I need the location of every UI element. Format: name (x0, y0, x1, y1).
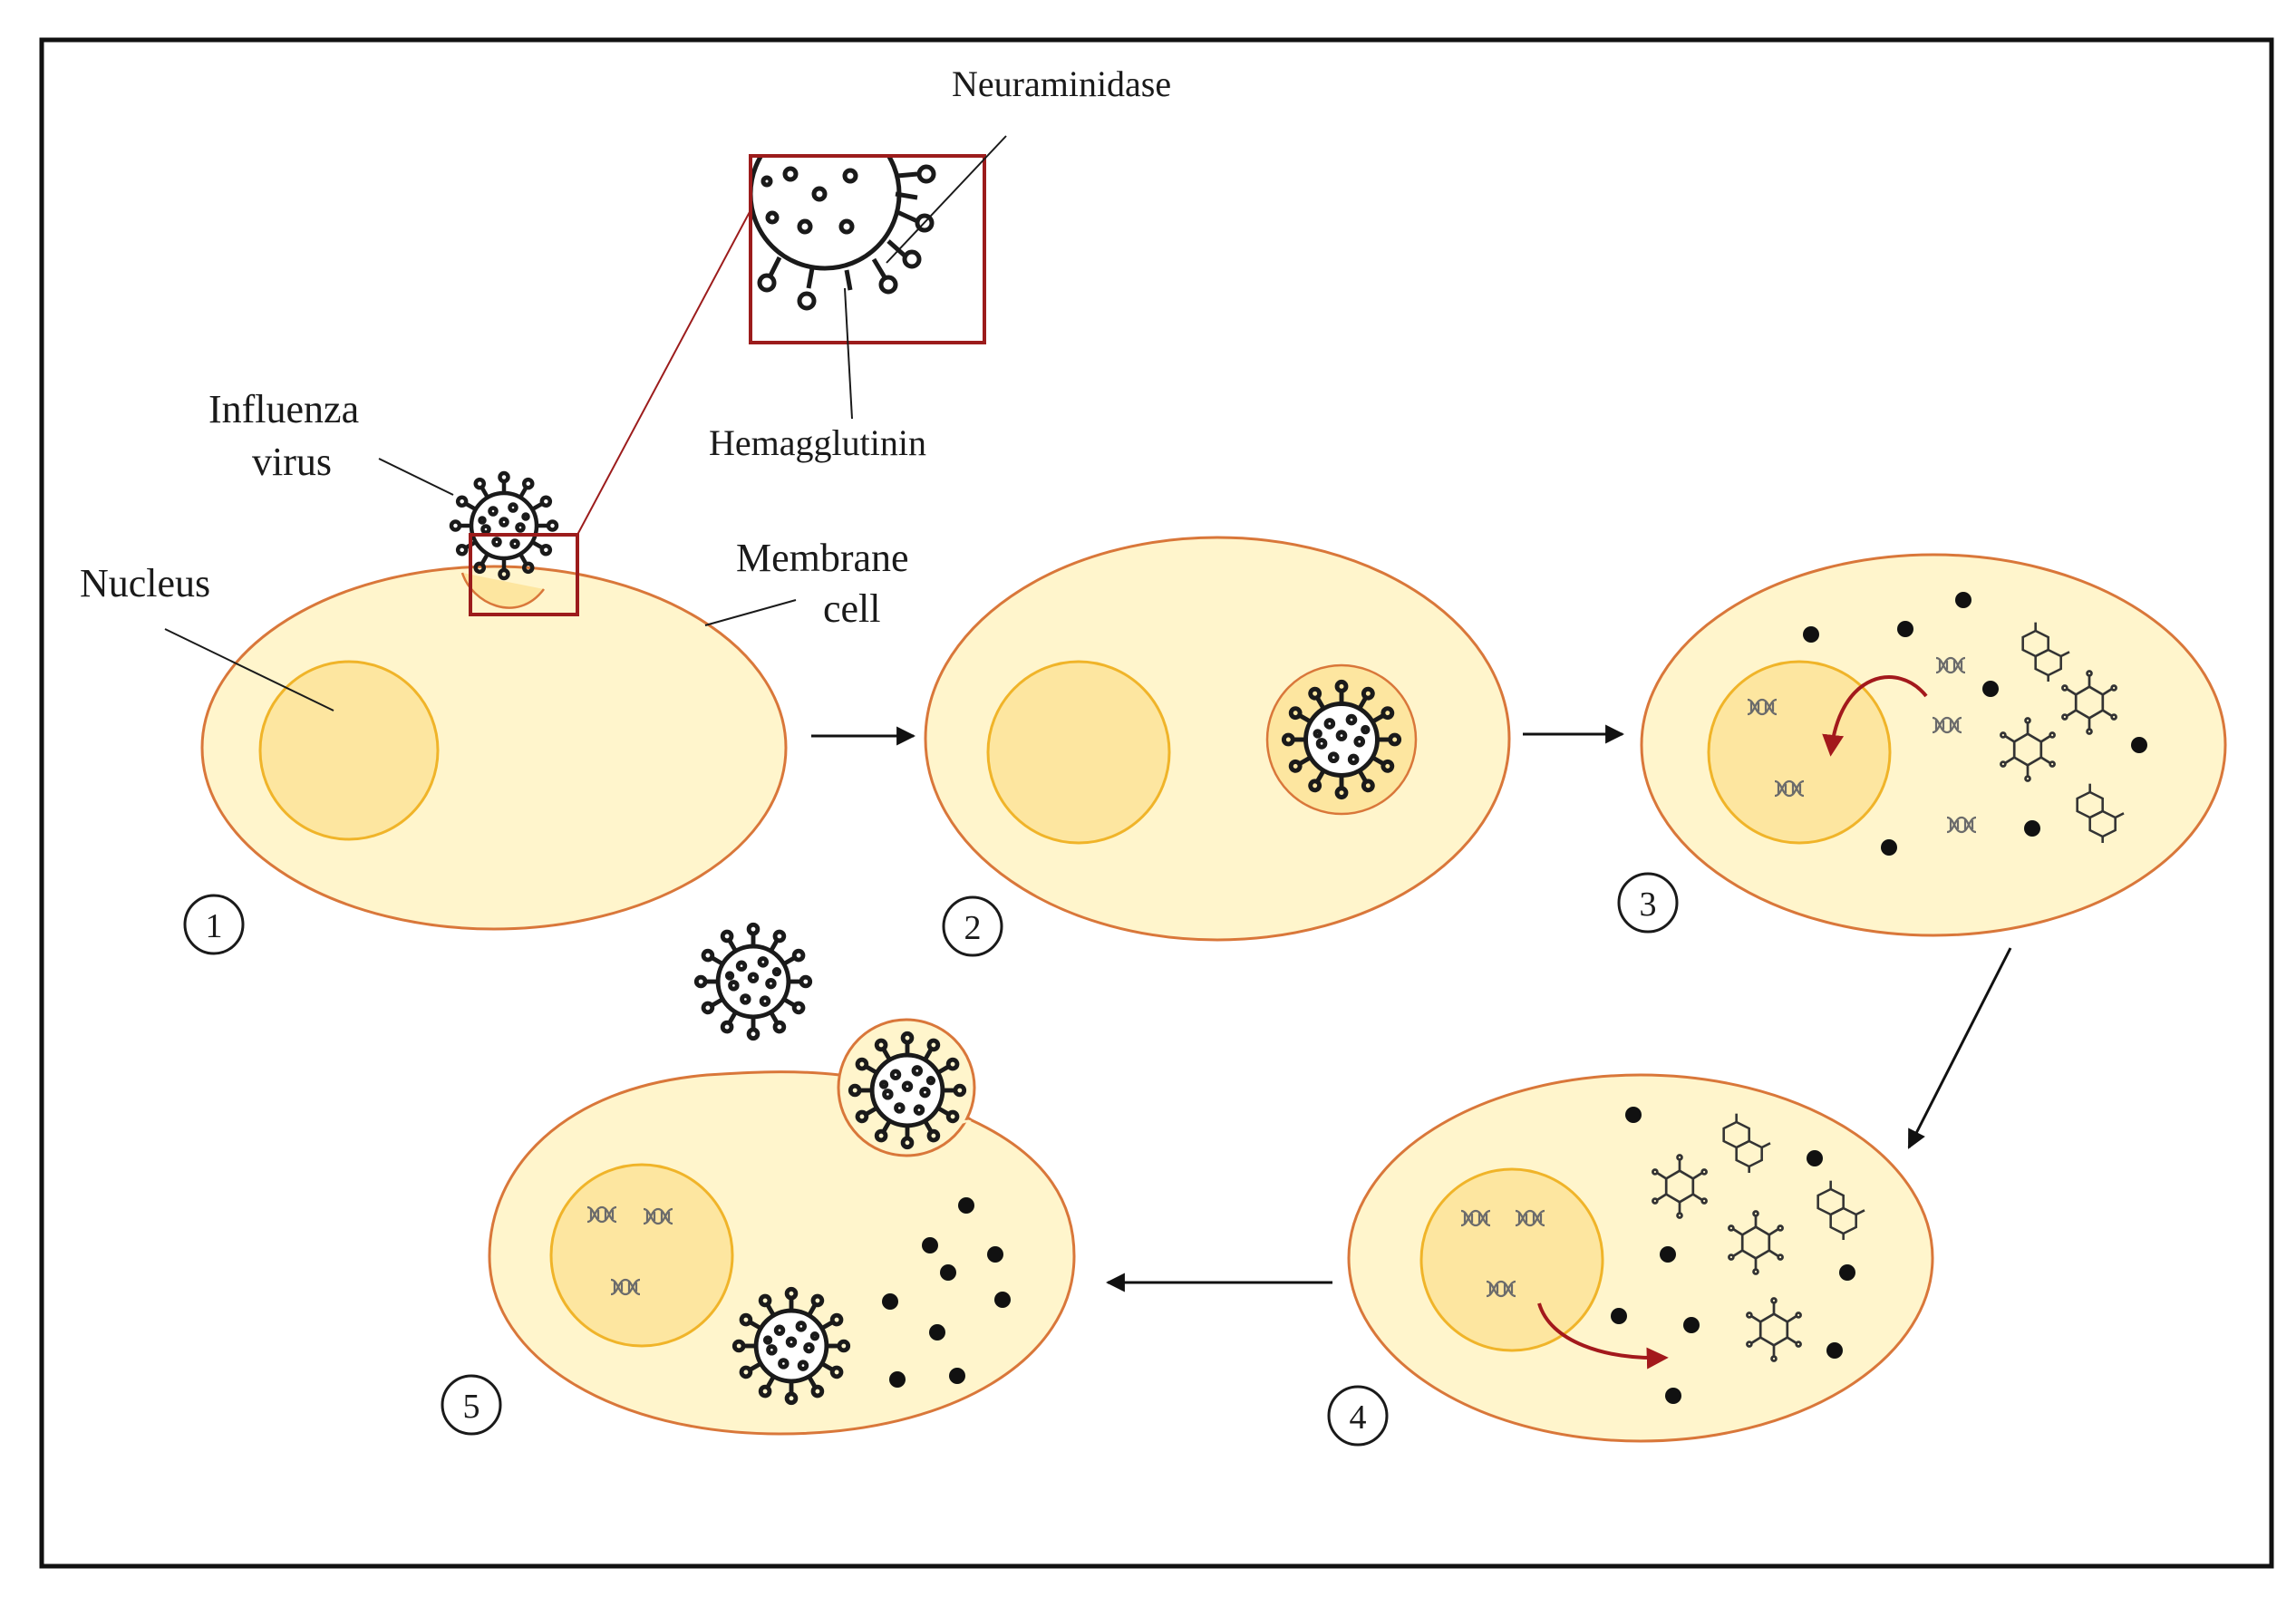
step-1-marker: 1 (183, 894, 245, 955)
label-hemagglutinin: Hemagglutinin (709, 422, 926, 463)
step-number: 4 (1350, 1399, 1367, 1437)
step-2-cell (924, 536, 1511, 942)
step-3-cell (1640, 553, 2227, 937)
step-number: 1 (206, 907, 223, 945)
hemagglutinin-leader (844, 287, 853, 420)
figure-frame (39, 37, 2274, 1569)
step-1-cell (200, 473, 788, 931)
step-number: 2 (964, 909, 982, 947)
step-5-cell (488, 1018, 1076, 1436)
label-influenza-line2: virus (252, 440, 332, 484)
influenza-virus-icon (451, 473, 557, 578)
step-number: 3 (1640, 886, 1657, 924)
released-influenza-virus-icon (696, 924, 809, 1038)
label-influenza-line1: Influenza (208, 387, 359, 431)
influenza-leader (378, 458, 454, 496)
step-3-marker: 3 (1617, 872, 1679, 934)
viral-protein-dots (1611, 1107, 1855, 1404)
attachment-pocket (460, 572, 545, 609)
nucleus (986, 660, 1171, 845)
step-2-marker: 2 (942, 895, 1003, 957)
nucleus (1707, 660, 1892, 845)
label-nucleus: Nucleus (80, 561, 210, 605)
nucleus-leader (164, 628, 334, 711)
step-4-cell (1347, 1073, 1934, 1443)
label-neuraminidase: Neuraminidase (952, 63, 1171, 104)
zoom-inset (749, 135, 1007, 420)
arrow-step3-to-step4 (1907, 947, 2012, 1149)
nucleus (1419, 1167, 1604, 1352)
zoom-connector-line (576, 209, 751, 536)
viral-protein-dots (882, 1197, 1011, 1388)
neuraminidase-leader (886, 135, 1007, 264)
step-number: 5 (463, 1388, 480, 1426)
rna-export-arrow (1537, 1302, 1669, 1370)
membrane-leader (704, 599, 797, 626)
step-4-marker: 4 (1327, 1385, 1389, 1447)
label-membrane-line2: cell (823, 586, 881, 631)
rna-import-arrow (1822, 675, 1928, 757)
step-5-marker: 5 (441, 1374, 502, 1436)
zoom-source-box (469, 533, 579, 616)
viral-protein-dots (1803, 592, 2147, 856)
nucleus (549, 1163, 734, 1348)
label-membrane-line1: Membrane (736, 536, 909, 580)
nucleus (258, 660, 440, 841)
